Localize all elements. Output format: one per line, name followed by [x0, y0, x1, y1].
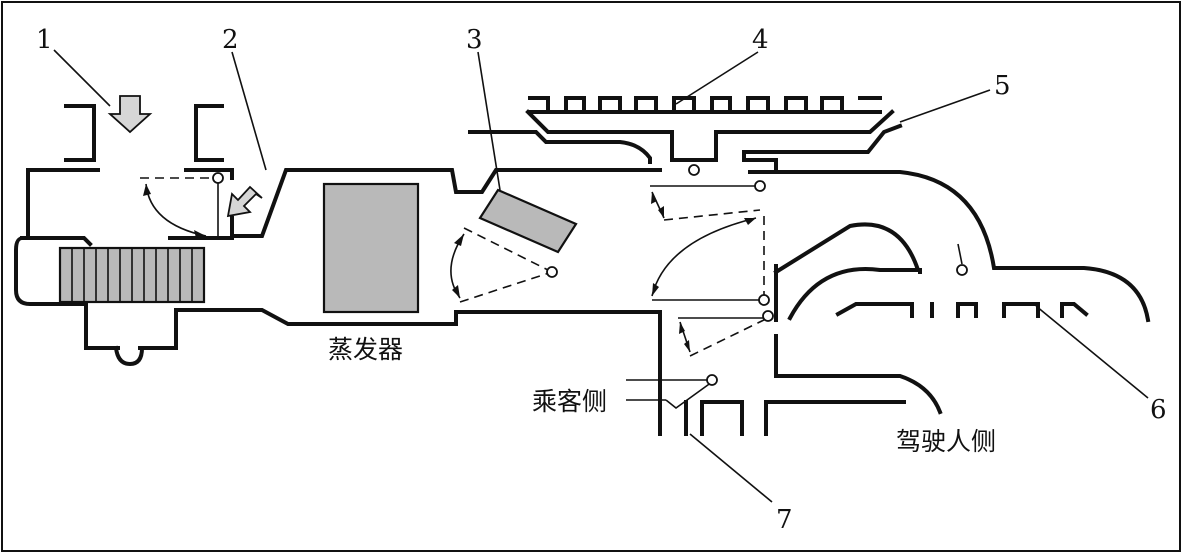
- label-2: 2: [222, 25, 239, 55]
- intake-door: [140, 172, 224, 238]
- air-intake: [26, 104, 234, 240]
- passenger-outlets: [658, 310, 744, 436]
- defrost-vent-duct: [468, 109, 1151, 323]
- filter-fins: [71, 248, 193, 302]
- leader-5: [899, 89, 991, 123]
- defrost-door: [650, 180, 766, 221]
- main-duct: [230, 168, 662, 238]
- mode-door: [651, 216, 770, 306]
- right-vent-ducts: [764, 222, 943, 436]
- evaporator-caption: 蒸发器: [328, 335, 403, 364]
- defrost-pivot: [688, 164, 700, 176]
- panel-door: [957, 243, 963, 265]
- driver-side-caption: 驾驶人侧: [896, 427, 996, 456]
- label-4: 4: [752, 25, 769, 55]
- passenger-side-caption: 乘客侧: [532, 387, 607, 416]
- label-5: 5: [994, 71, 1011, 101]
- defrost-outlets: [528, 96, 882, 114]
- blend-door: [450, 227, 558, 303]
- leader-4: [675, 51, 759, 105]
- leader-7: [689, 433, 773, 503]
- panel-pivot: [956, 264, 968, 276]
- leader-6: [1035, 305, 1149, 399]
- recirc-air-arrow-icon: [226, 185, 263, 218]
- label-7: 7: [776, 505, 793, 535]
- evaporator: [322, 182, 420, 314]
- panel-outlets: [835, 302, 1089, 318]
- label-6: 6: [1150, 395, 1167, 425]
- leader-2: [231, 51, 267, 171]
- callouts: 1 2 3 4 5 6 7: [36, 25, 1167, 535]
- filter-element: [58, 246, 206, 304]
- floor-door: [678, 310, 774, 357]
- leader-1: [53, 49, 111, 107]
- leader-3: [477, 51, 501, 191]
- label-1: 1: [36, 25, 53, 55]
- label-3: 3: [466, 25, 483, 55]
- heater-core: [478, 188, 578, 254]
- passenger-door: [626, 374, 718, 410]
- fresh-air-arrow-icon: [107, 95, 153, 134]
